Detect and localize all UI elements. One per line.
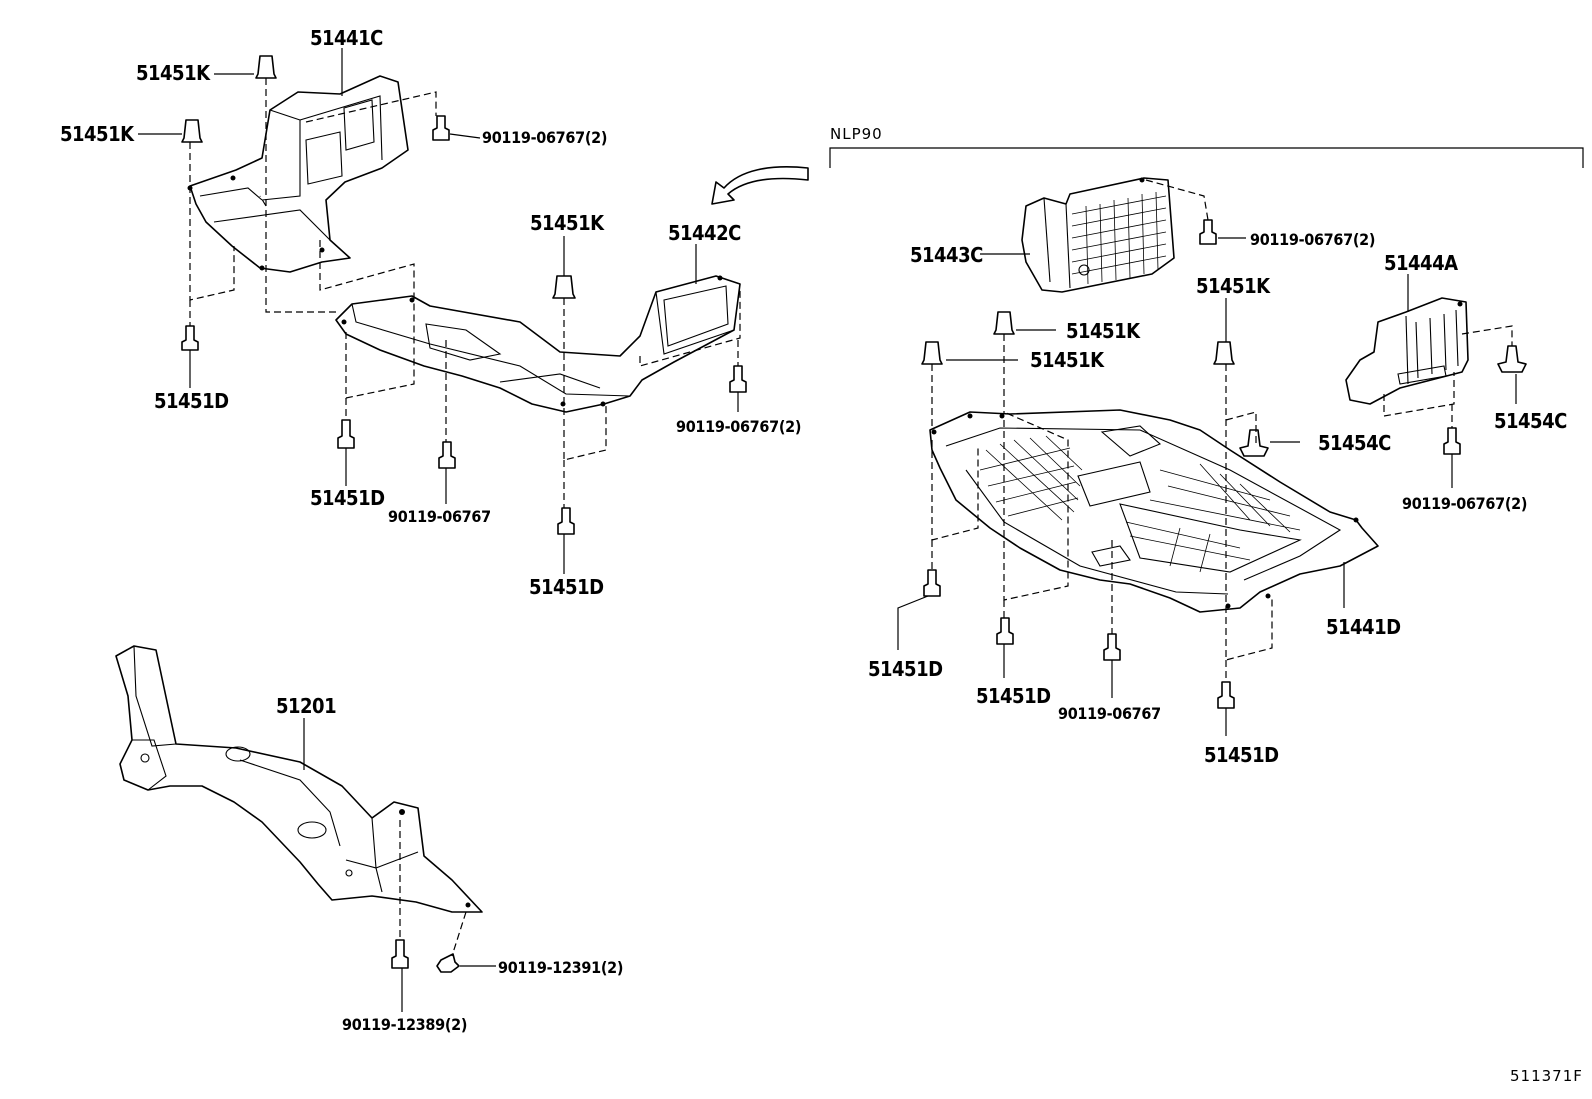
- callout-51451k: 51451K: [1196, 274, 1271, 298]
- leader-lines: [138, 48, 1517, 1012]
- fasteners: [181, 55, 1527, 973]
- bolt-icon: [181, 115, 1461, 973]
- callout-51441d: 51441D: [1326, 615, 1401, 639]
- callout-51451k: 51451K: [1030, 348, 1105, 372]
- callout-51454c: 51454C: [1494, 409, 1567, 433]
- callout-51201: 51201: [276, 694, 336, 718]
- clip-icon: [181, 55, 1235, 365]
- part-51444a-drawing: [1345, 297, 1469, 405]
- figure-number: 511371F: [1510, 1067, 1583, 1085]
- callout-90119-06767-2: 90119-06767(2): [1402, 494, 1527, 513]
- callout-51451k: 51451K: [530, 211, 605, 235]
- nlp90-bracket: [829, 147, 1584, 168]
- callout-90119-12389-2: 90119-12389(2): [342, 1015, 467, 1034]
- part-51443c-drawing: [1021, 177, 1175, 293]
- callout-90119-06767: 90119-06767: [388, 507, 491, 526]
- callout-90119-12391-2: 90119-12391(2): [498, 958, 623, 977]
- callout-90119-06767-2: 90119-06767(2): [482, 128, 607, 147]
- callout-90119-06767: 90119-06767: [1058, 704, 1161, 723]
- alignment-lines: [189, 78, 1513, 957]
- callout-51443c: 51443C: [910, 243, 983, 267]
- variant-label: NLP90: [830, 125, 883, 143]
- direction-arrow-icon: [711, 166, 809, 205]
- callout-51451d: 51451D: [529, 575, 604, 599]
- callout-51451d: 51451D: [1204, 743, 1279, 767]
- callout-51441c: 51441C: [310, 26, 383, 50]
- callout-51451d: 51451D: [868, 657, 943, 681]
- part-51441c-drawing: [187, 75, 409, 273]
- callout-51454c: 51454C: [1318, 431, 1391, 455]
- callout-51451k: 51451K: [60, 122, 135, 146]
- callout-51451d: 51451D: [976, 684, 1051, 708]
- part-51201-drawing: [115, 645, 483, 913]
- callout-51451d: 51451D: [310, 486, 385, 510]
- callout-51451k: 51451K: [136, 61, 211, 85]
- callout-51442c: 51442C: [668, 221, 741, 245]
- callout-51451k: 51451K: [1066, 319, 1141, 343]
- callout-51444a: 51444A: [1384, 251, 1458, 275]
- callout-90119-06767-2: 90119-06767(2): [1250, 230, 1375, 249]
- part-51442c-drawing: [335, 275, 741, 413]
- callout-51451d: 51451D: [154, 389, 229, 413]
- part-51441d-drawing: [929, 409, 1379, 613]
- callout-90119-06767-2: 90119-06767(2): [676, 417, 801, 436]
- push-clip-icon: [1239, 345, 1527, 457]
